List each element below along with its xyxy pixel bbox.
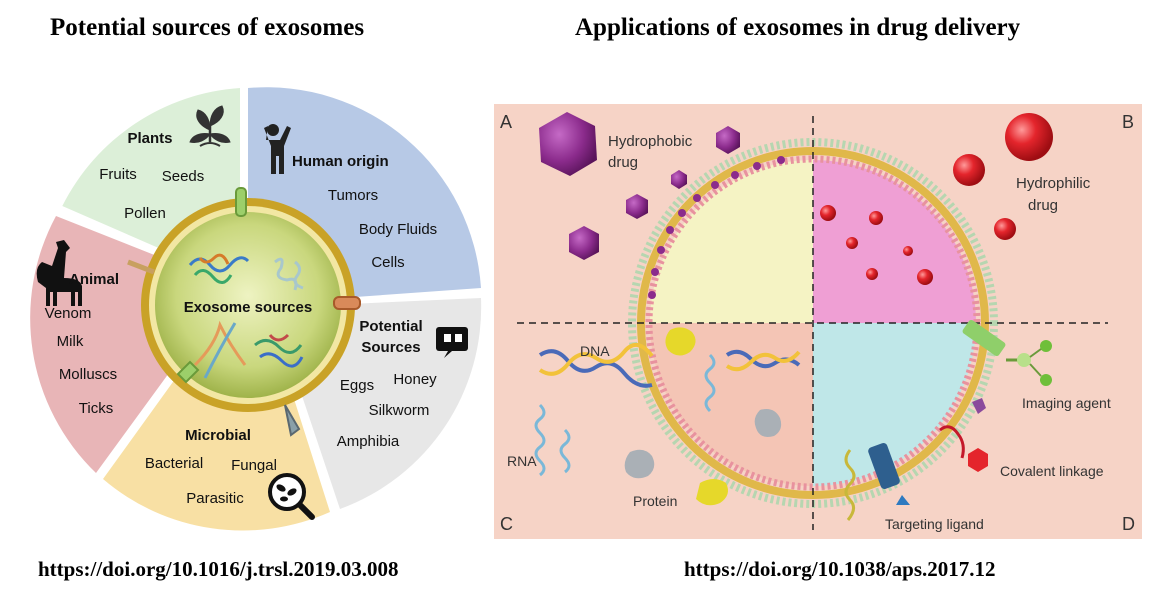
- hydrophobic-drug-hexagon: [671, 170, 687, 189]
- rna-cargo-icon: [274, 257, 304, 291]
- hydrophilic-drug-sphere: [994, 218, 1016, 240]
- dna-cargo-icon: [193, 320, 247, 379]
- imaging-agent-icon: [962, 320, 1052, 386]
- segment-plants: [62, 88, 240, 251]
- plants-title: Plants: [127, 130, 172, 147]
- dna-label: DNA: [580, 343, 610, 359]
- potential-item: Honey: [393, 371, 437, 388]
- potential-item: Eggs: [340, 377, 374, 394]
- plant-sprout-icon: [189, 105, 231, 147]
- rna-strand-icon-2: [704, 353, 716, 413]
- human-item: Tumors: [328, 187, 378, 204]
- hydrophilic-drug-sphere: [846, 237, 858, 249]
- membrane-protein-icon: [127, 259, 155, 275]
- right-panel-title: Applications of exosomes in drug deliver…: [575, 14, 1021, 41]
- human-figure-icon: [264, 124, 291, 174]
- hydrophilic-drug-sphere: [869, 211, 883, 225]
- imaging-agent-label: Imaging agent: [1022, 395, 1111, 411]
- drug-delivery-diagram: A B C D Hydrophobic drug Hydrophilic dru…: [494, 104, 1142, 539]
- right-doi-link[interactable]: https://doi.org/10.1038/aps.2017.12: [684, 557, 996, 581]
- microbial-title: Microbial: [185, 427, 251, 444]
- hydrophilic-drug-sphere: [1005, 113, 1053, 161]
- hydrophobic-label: Hydrophobic: [608, 133, 693, 150]
- dna-helix-icon-2: [725, 349, 801, 372]
- hydrophilic-drug-sphere: [820, 205, 836, 221]
- llama-icon: [36, 240, 82, 306]
- exosome-sources-wheel: Exosome sources Plants Fruits Seeds Poll…: [30, 87, 482, 531]
- targeting-ligand-label: Targeting ligand: [885, 516, 984, 532]
- quadrant-d-interior: [813, 323, 976, 486]
- hydrophilic-drug-sphere: [953, 154, 985, 186]
- human-item: Body Fluids: [359, 221, 437, 238]
- quadrant-label-c: C: [500, 514, 513, 534]
- hydrophilic-drug-sphere: [866, 268, 878, 280]
- animal-item: Molluscs: [59, 366, 117, 383]
- human-item: Cells: [371, 254, 404, 271]
- plants-item: Pollen: [124, 205, 166, 222]
- protein-cargo-icon-2: [254, 333, 304, 368]
- plants-item: Seeds: [162, 168, 205, 185]
- hydrophilic-label: Hydrophilic: [1016, 175, 1091, 192]
- potential-title: Potential: [359, 318, 422, 335]
- left-doi-link[interactable]: https://doi.org/10.1016/j.trsl.2019.03.0…: [38, 557, 399, 581]
- microbial-item: Bacterial: [145, 455, 203, 472]
- membrane-protein-icon: [284, 404, 301, 437]
- quadrant-label-a: A: [500, 112, 512, 132]
- potential-item: Amphibia: [337, 433, 400, 450]
- hydrophobic-drug-hexagon: [626, 194, 648, 219]
- potential-title: Sources: [361, 339, 420, 356]
- magnifier-microbe-icon: [268, 473, 315, 520]
- membrane-protein-icon: [176, 360, 200, 384]
- left-panel-title: Potential sources of exosomes: [50, 14, 365, 41]
- protein-blob-icon: [754, 409, 782, 437]
- plants-item: Fruits: [99, 166, 137, 183]
- protein-blob-icon: [665, 327, 696, 356]
- dna-helix-icon: [538, 343, 654, 388]
- quadrant-label-b: B: [1122, 112, 1134, 132]
- human-title: Human origin: [292, 153, 389, 170]
- hydrophilic-label: drug: [1028, 197, 1058, 214]
- quadrant-label-d: D: [1122, 514, 1135, 534]
- quadrant-a-interior: [650, 160, 813, 323]
- chat-bubble-icon: [436, 327, 468, 358]
- membrane-protein-icon: [333, 296, 361, 310]
- quadrant-b-interior: [813, 160, 976, 323]
- rna-label: RNA: [507, 453, 537, 469]
- covalent-linkage-label: Covalent linkage: [1000, 463, 1104, 479]
- membrane-protein-icon: [235, 187, 247, 217]
- protein-cargo-icon: [188, 253, 250, 284]
- hydrophobic-label: drug: [608, 154, 638, 171]
- covalent-linkage-icon: [939, 398, 988, 472]
- potential-item: Silkworm: [369, 402, 430, 419]
- protein-blob-icon: [624, 449, 655, 479]
- membrane-embedded-drug-dots: [648, 156, 785, 299]
- hydrophilic-drug-sphere: [917, 269, 933, 285]
- hydrophobic-drug-hexagon: [716, 126, 740, 154]
- hydrophobic-drug-hexagon: [569, 226, 599, 260]
- animal-item: Milk: [57, 333, 84, 350]
- protein-blob-icon: [696, 479, 728, 506]
- microbial-item: Parasitic: [186, 490, 244, 507]
- animal-item: Ticks: [79, 400, 113, 417]
- rna-strand-icon: [534, 403, 571, 477]
- microbial-item: Fungal: [231, 457, 277, 474]
- targeting-ligand-icon: [844, 443, 910, 521]
- hydrophobic-drug-hexagon: [539, 112, 597, 176]
- protein-label: Protein: [633, 493, 677, 509]
- hydrophilic-drug-sphere: [903, 246, 913, 256]
- animal-item: Venom: [45, 305, 92, 322]
- center-label: Exosome sources: [184, 299, 312, 316]
- animal-title: Animal: [69, 271, 119, 288]
